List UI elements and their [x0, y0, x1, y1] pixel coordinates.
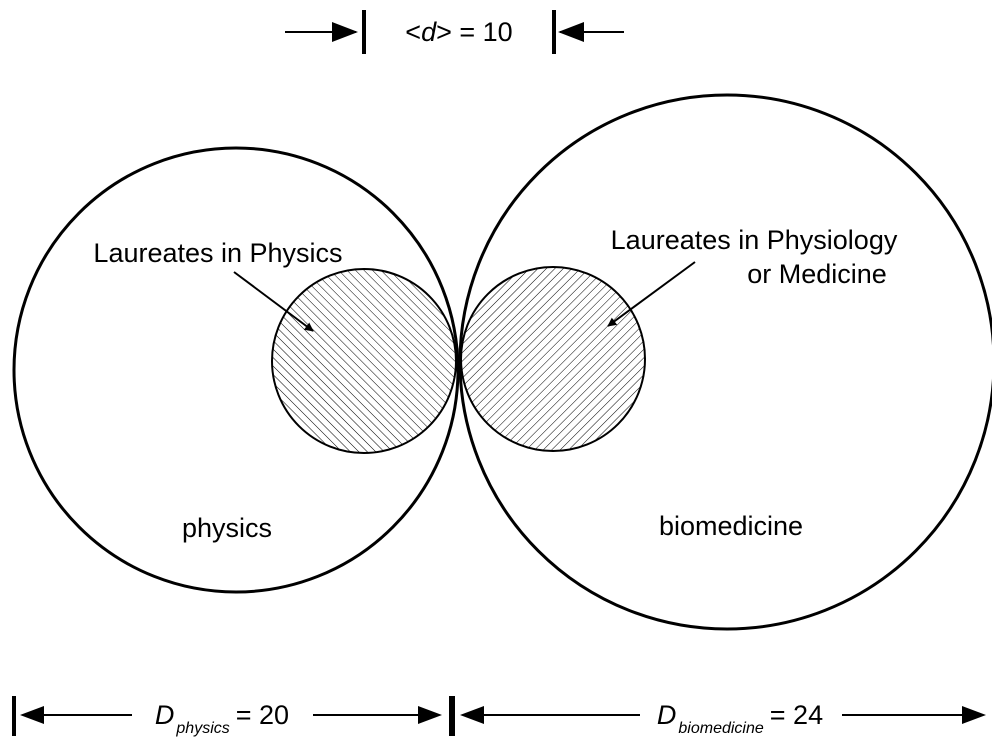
biomedicine-label: biomedicine: [659, 511, 803, 541]
medicine-laureates-callout-line1: Laureates in Physiology: [611, 225, 898, 255]
medicine-laureates-circle: [460, 266, 646, 452]
biomedicine-circle: [458, 93, 992, 631]
top-right-arrowhead: [558, 22, 584, 42]
physics-callout-arrow: [233, 271, 314, 332]
physics-right-arrowhead: [418, 706, 442, 724]
physics-label: physics: [182, 513, 272, 543]
physics-circle: [12, 146, 460, 594]
medicine-callout-arrow: [607, 261, 696, 327]
biomedicine-right-arrowhead: [962, 706, 986, 724]
mean-distance-label: <d> = 10: [405, 17, 512, 47]
top-left-arrowhead: [332, 22, 358, 42]
medicine-laureates-callout-line2: or Medicine: [747, 259, 887, 289]
biomedicine-left-arrowhead: [460, 706, 484, 724]
top-distance-annotation: <d> = 10: [285, 10, 624, 54]
physics-left-arrowhead: [20, 706, 44, 724]
physics-laureates-circle: [271, 268, 457, 454]
physics-laureates-callout: Laureates in Physics: [93, 238, 342, 268]
